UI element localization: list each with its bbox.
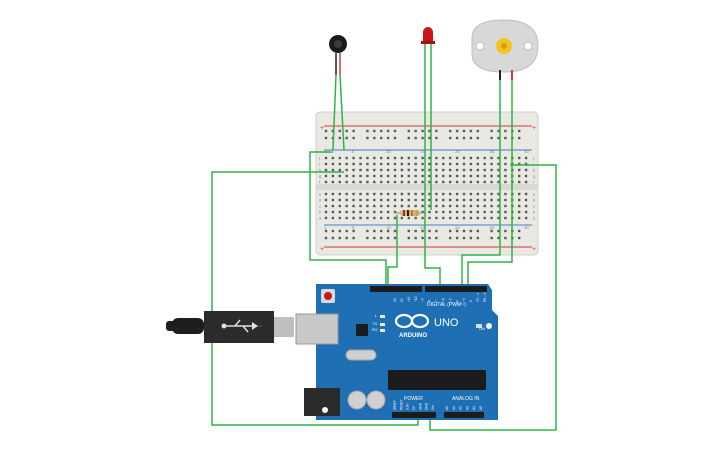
column-number: 20 [455,149,460,154]
pin-label: GND [418,402,422,410]
led-icon[interactable] [421,27,435,210]
wire-left-rail [309,151,387,285]
pin-label: 3.3V [406,403,410,410]
pin-label: A0 [445,406,449,410]
pin-label: TX→1 [476,293,480,302]
column-number: 10 [386,149,391,154]
row-letter: i [319,162,320,167]
pin-label: 13 [393,298,397,302]
row-letter: j [318,156,320,161]
column-number: 10 [386,225,391,230]
atmega-chip [388,370,486,390]
row-letter: b [319,210,322,215]
row-letter: b [533,210,536,215]
pin-label: ~6 [441,298,445,302]
row-letter: j [532,156,534,161]
row-letter: i [533,162,534,167]
label-tx: TX [372,321,377,326]
column-number: 25 [490,149,495,154]
pin-label: 5V [412,405,416,410]
column-number: 30 [524,149,529,154]
arduino-logo-icon [394,313,430,329]
row-letter: g [319,174,321,179]
pin-label: ~10 [414,296,418,302]
arduino-uno-board[interactable]: ARDUINO UNO DIGITAL (PWM~) POWER ANALOG … [295,284,498,420]
resistor-icon[interactable] [394,210,426,216]
pin-label: 7 [435,300,439,302]
row-letter: g [533,174,535,179]
wire-led [424,200,441,285]
column-number: 25 [490,225,495,230]
arduino-brand: ARDUINO [399,333,427,339]
pin-label: ~9 [421,298,425,302]
svg-text:+: + [320,246,324,253]
pin-label: A4 [472,406,476,410]
pin-label: Vin [431,405,435,410]
pin-label: 8 [428,300,432,302]
pin-label: ~3 [462,298,466,302]
pin-label: A2 [459,406,463,410]
row-letter: d [319,198,321,203]
label-l: L [375,313,378,318]
column-number: 1 [324,225,327,230]
pin-label: GND [425,402,429,410]
wire-motor-1 [461,150,501,285]
column-number: 5 [352,225,355,230]
wires [211,150,557,431]
pin-label: RX←0 [483,292,487,302]
row-letter: f [319,180,321,185]
usb-icon [221,319,258,333]
svg-text:+: + [320,125,324,132]
row-letter: c [533,204,535,209]
pin-label: 2 [469,300,473,302]
pin-label: 12 [400,298,404,302]
label-analog: ANALOG IN [452,396,480,402]
vibration-motor-icon[interactable] [329,35,347,151]
pin-label: ~5 [448,298,452,302]
row-letter: a [533,216,536,221]
label-rx: RX [372,327,378,332]
column-number: 15 [421,225,426,230]
usb-cable [166,311,294,343]
wire-resistor [387,215,398,285]
pin-label: ~11 [407,297,411,302]
row-letter: e [533,192,536,197]
column-number: 20 [455,225,460,230]
label-power: POWER [404,396,423,402]
pin-label: 4 [455,300,459,302]
wire-buzzer-gnd [211,171,419,426]
row-letter: e [319,192,322,197]
wire-right-gnd [429,164,557,431]
dc-motor-icon[interactable] [471,19,539,150]
svg-text:+: + [532,125,536,132]
arduino-model: UNO [434,317,459,329]
column-number: 5 [352,149,355,154]
row-letter: h [319,168,321,173]
pin-label: RESET [399,399,403,410]
svg-text:+: + [532,246,536,253]
row-letter: c [319,204,321,209]
row-letter: a [319,216,322,221]
pin-label: A5 [479,406,483,410]
pin-label: A3 [465,406,469,410]
label-digital: DIGITAL (PWM~) [427,302,466,308]
pin-label: A1 [452,406,456,410]
pin-label: IOREF [393,400,397,410]
row-letter: f [533,180,535,185]
row-letter: h [533,168,535,173]
column-number: 15 [421,149,426,154]
column-number: 30 [524,225,529,230]
wire-motor-2 [467,150,513,285]
label-on: ON [479,326,485,331]
row-letter: d [533,198,535,203]
